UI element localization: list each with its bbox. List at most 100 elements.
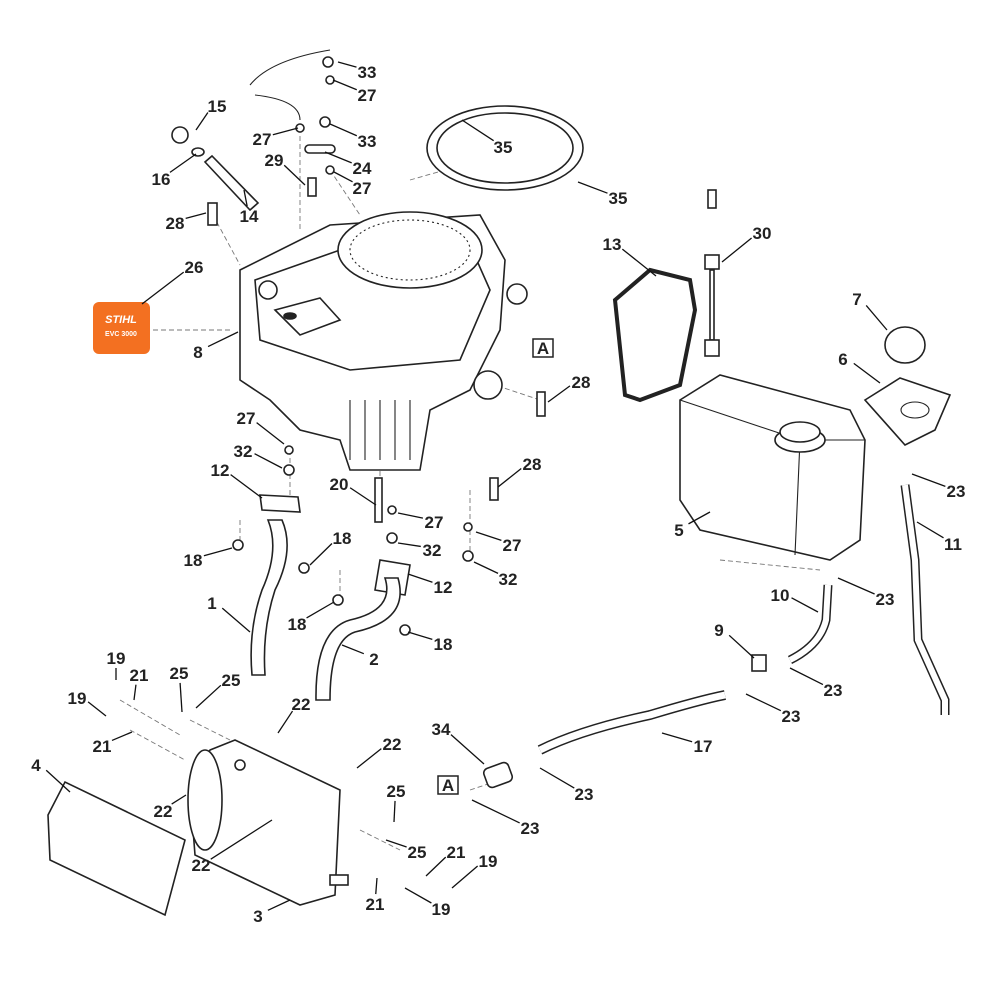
leader-line: [256, 422, 285, 445]
callout-number: 27: [503, 536, 522, 555]
leader-line: [169, 153, 197, 173]
leader-line: [539, 767, 575, 789]
callout-number: 10: [771, 586, 790, 605]
leader-line: [865, 304, 888, 331]
leader-line: [745, 693, 782, 712]
callout-number: 33: [358, 63, 377, 82]
callout-number: 2: [369, 650, 378, 669]
leader-line: [333, 171, 353, 183]
leader-line: [393, 800, 396, 823]
callout-number: 12: [211, 461, 230, 480]
part-7-fuel-cap: [884, 326, 926, 364]
leader-line: [195, 112, 209, 131]
callout-number: 11: [944, 535, 962, 554]
leader-line: [203, 547, 233, 557]
part-6-funnel: [863, 377, 952, 446]
leader-line: [272, 127, 299, 136]
reference-marker-a-2: A: [437, 775, 459, 795]
part-34-fuel-filter: [482, 761, 514, 789]
callout-number: 17: [694, 737, 713, 756]
leader-line: [621, 248, 657, 277]
callout-number: 26: [185, 258, 204, 277]
reference-marker-label: A: [442, 776, 454, 795]
callout-number: 23: [575, 785, 594, 804]
leader-line: [451, 865, 479, 889]
leader-line: [341, 644, 365, 655]
callout-number: 6: [838, 350, 847, 369]
reference-marker-a: A: [532, 338, 554, 358]
callout-number: 27: [253, 130, 272, 149]
part-15-plug: [171, 126, 189, 144]
leader-line: [324, 151, 352, 164]
leader-line: [853, 362, 881, 384]
callout-number: 25: [408, 843, 427, 862]
callout-number: 8: [193, 343, 202, 362]
leader-line: [547, 385, 571, 403]
callout-number: 15: [208, 97, 227, 116]
leader-line: [283, 164, 306, 186]
callout-number: 18: [333, 529, 352, 548]
leader-line: [397, 542, 421, 548]
callout-number: 19: [68, 689, 87, 708]
callout-number: 34: [432, 720, 451, 739]
leader-line: [721, 237, 753, 263]
leader-line: [179, 682, 183, 713]
callout-number: 28: [523, 455, 542, 474]
callout-number: 20: [330, 475, 349, 494]
leader-line: [210, 819, 273, 860]
leader-line: [332, 79, 358, 91]
leader-line: [461, 119, 495, 142]
leader-line: [195, 684, 222, 709]
leader-line: [306, 601, 335, 619]
leader-line: [385, 839, 407, 848]
part-5-fuel-tank: [679, 374, 866, 561]
part-4-heat-shield: [47, 780, 186, 917]
leader-line: [661, 732, 693, 743]
leader-line: [837, 577, 875, 595]
leader-line: [407, 573, 433, 583]
part-12-gasket: [259, 494, 301, 513]
callout-number: 22: [192, 856, 211, 875]
part-9-connector: [751, 654, 767, 672]
part-13-strap: [612, 267, 698, 403]
leader-line: [577, 181, 608, 194]
callout-number: 21: [130, 666, 149, 685]
leader-line: [207, 331, 239, 348]
reference-marker-label: A: [537, 339, 549, 358]
callout-number: 21: [447, 843, 466, 862]
leader-line: [230, 474, 263, 499]
callout-number: 32: [423, 541, 442, 560]
callout-number: 22: [292, 695, 311, 714]
stihl-logo-decal: STIHL EVC 3000: [93, 302, 150, 354]
callout-number: 21: [93, 737, 112, 756]
callout-number: 25: [387, 782, 406, 801]
callout-number: 1: [207, 594, 216, 613]
callout-number: 21: [366, 895, 385, 914]
part-3-muffler: [187, 739, 349, 906]
callout-number: 5: [674, 521, 683, 540]
leader-line: [254, 453, 283, 469]
fasteners: [207, 56, 546, 636]
callout-number: 7: [852, 290, 861, 309]
leader-line: [267, 899, 291, 911]
callout-number: 23: [876, 590, 895, 609]
leader-line: [471, 799, 520, 824]
leader-line: [497, 467, 522, 488]
part-35-air-filter-ring: [426, 105, 584, 191]
callout-number: 27: [425, 513, 444, 532]
leader-line: [791, 597, 819, 613]
callout-number: 32: [499, 570, 518, 589]
callout-number: 27: [353, 179, 372, 198]
callout-number: 35: [609, 189, 628, 208]
leader-line: [475, 531, 502, 541]
part-8-engine: [239, 211, 528, 471]
leader-line: [916, 521, 944, 539]
callout-number: 13: [603, 235, 622, 254]
leader-line: [356, 748, 382, 769]
leader-line: [133, 684, 137, 701]
callout-number: 23: [782, 707, 801, 726]
callout-number: 9: [714, 621, 723, 640]
